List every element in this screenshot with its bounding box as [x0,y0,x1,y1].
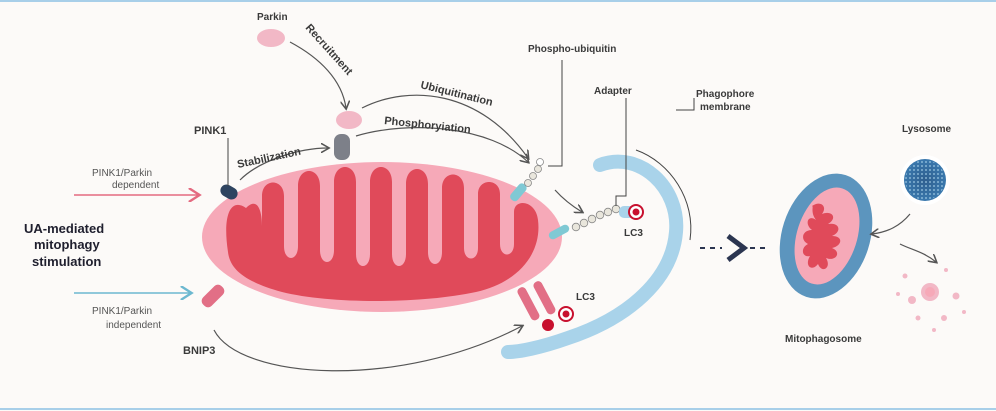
lysosome-fusion-arrow [872,213,911,234]
lc3-bottom-label: LC3 [576,292,595,303]
phospho-ubiquitin-chain-right [548,204,621,240]
ubiquitination-label: Ubiquitination [419,79,494,109]
ua-label-2: mitophagy [34,237,100,252]
lc3-top-label: LC3 [624,228,643,239]
phosphorylation-arrow [355,127,528,162]
phagophore-callout [676,98,695,111]
chevron-right-icon [726,234,749,262]
degradation-arrow [899,243,936,262]
stabilization-label: Stabilization [236,146,302,171]
phospho-ubiquitin-callout [548,60,563,167]
adapter-callout [615,98,627,206]
ubiquitin-to-adapter-arrow [554,189,582,212]
independent-label-2: independent [106,320,161,331]
phospho-ubiquitin-chain-top [510,158,544,202]
mitochondrion [202,162,562,312]
ua-label-3: stimulation [32,254,101,269]
lysosome [900,155,950,205]
bnip3-protein [201,284,225,308]
bnip3-pathway-arrow [213,326,522,372]
independent-label-1: PINK1/Parkin [92,306,152,317]
adapter-label: Adapter [594,86,632,97]
dependent-label-2: dependent [112,180,159,191]
recruitment-arrow [289,41,346,108]
phagophore-membrane [501,154,684,359]
phagophore-label-2: membrane [700,102,751,113]
phosphorylation-label: Phosphoryiation [384,115,472,136]
recruited-parkin [336,111,362,129]
phospho-ubiquitin-label: Phospho-ubiquitin [528,44,616,55]
ua-label-1: UA-mediated [24,221,104,236]
bnip3-label: BNIP3 [183,345,215,357]
pink1-protein [220,184,238,200]
phagophore-callout-arc [635,149,692,241]
lysosome-label: Lysosome [902,124,952,135]
mitophagosome-label: Mitophagosome [785,334,862,345]
receptor-lc3-bottom [517,281,574,331]
degradation-particles [896,268,966,332]
phagophore-label-1: Phagophore [696,89,755,100]
recruitment-label: Recruitment [303,22,355,78]
parkin-free [257,29,285,47]
parkin-label: Parkin [257,12,288,23]
mitophagosome [779,173,873,299]
stabilization-arrow [239,148,328,181]
dependent-label-1: PINK1/Parkin [92,168,152,179]
adapter-lc3-top [619,204,644,220]
stabilized-pink1 [334,134,350,160]
ubiquitination-arrow [361,94,528,158]
pink1-label: PINK1 [194,125,226,137]
